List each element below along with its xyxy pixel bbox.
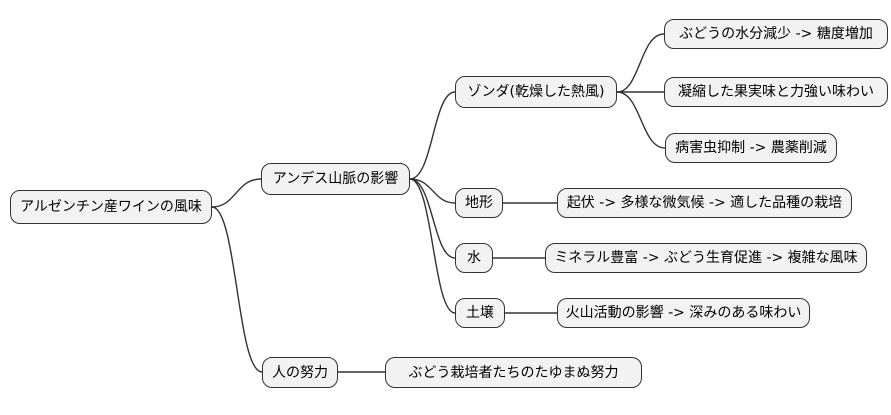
node-pest-control: 病害虫抑制 -> 農薬削減	[665, 133, 837, 163]
edge-zonda-to-sugar	[616, 33, 665, 93]
edge-andes-to-water	[409, 178, 456, 259]
node-water-detail: ミネラル豊富 -> ぶどう生育促進 -> 複雑な風味	[545, 243, 867, 273]
node-terrain-detail: 起伏 -> 多様な微気候 -> 適した品種の栽培	[557, 188, 852, 218]
edge-andes-to-soil	[409, 178, 456, 314]
edge-root-to-human-effort	[211, 206, 263, 373]
node-soil: 土壌	[455, 298, 505, 328]
edge-zonda-to-pest	[616, 91, 666, 149]
node-terrain: 地形	[455, 188, 503, 218]
node-human-effort: 人の努力	[262, 357, 338, 388]
node-andes-influence: アンデス山脈の影響	[261, 163, 410, 195]
node-root: アルゼンチン産ワインの風味	[10, 190, 212, 224]
node-concentrated-fruit: 凝縮した果実味と力強い味わい	[664, 77, 888, 107]
node-growers-effort: ぶどう栽培者たちのたゆまぬ努力	[385, 357, 642, 388]
node-soil-detail: 火山活動の影響 -> 深みのある味わい	[557, 298, 810, 328]
edge-andes-to-zonda	[409, 91, 456, 180]
node-water-loss-sugar: ぶどうの水分減少 -> 糖度増加	[664, 19, 888, 49]
node-zonda-wind: ゾンダ(乾燥した熱風)	[455, 76, 617, 108]
edge-andes-to-terrain	[409, 178, 456, 204]
node-water: 水	[455, 243, 493, 273]
edge-root-to-andes	[211, 178, 262, 208]
